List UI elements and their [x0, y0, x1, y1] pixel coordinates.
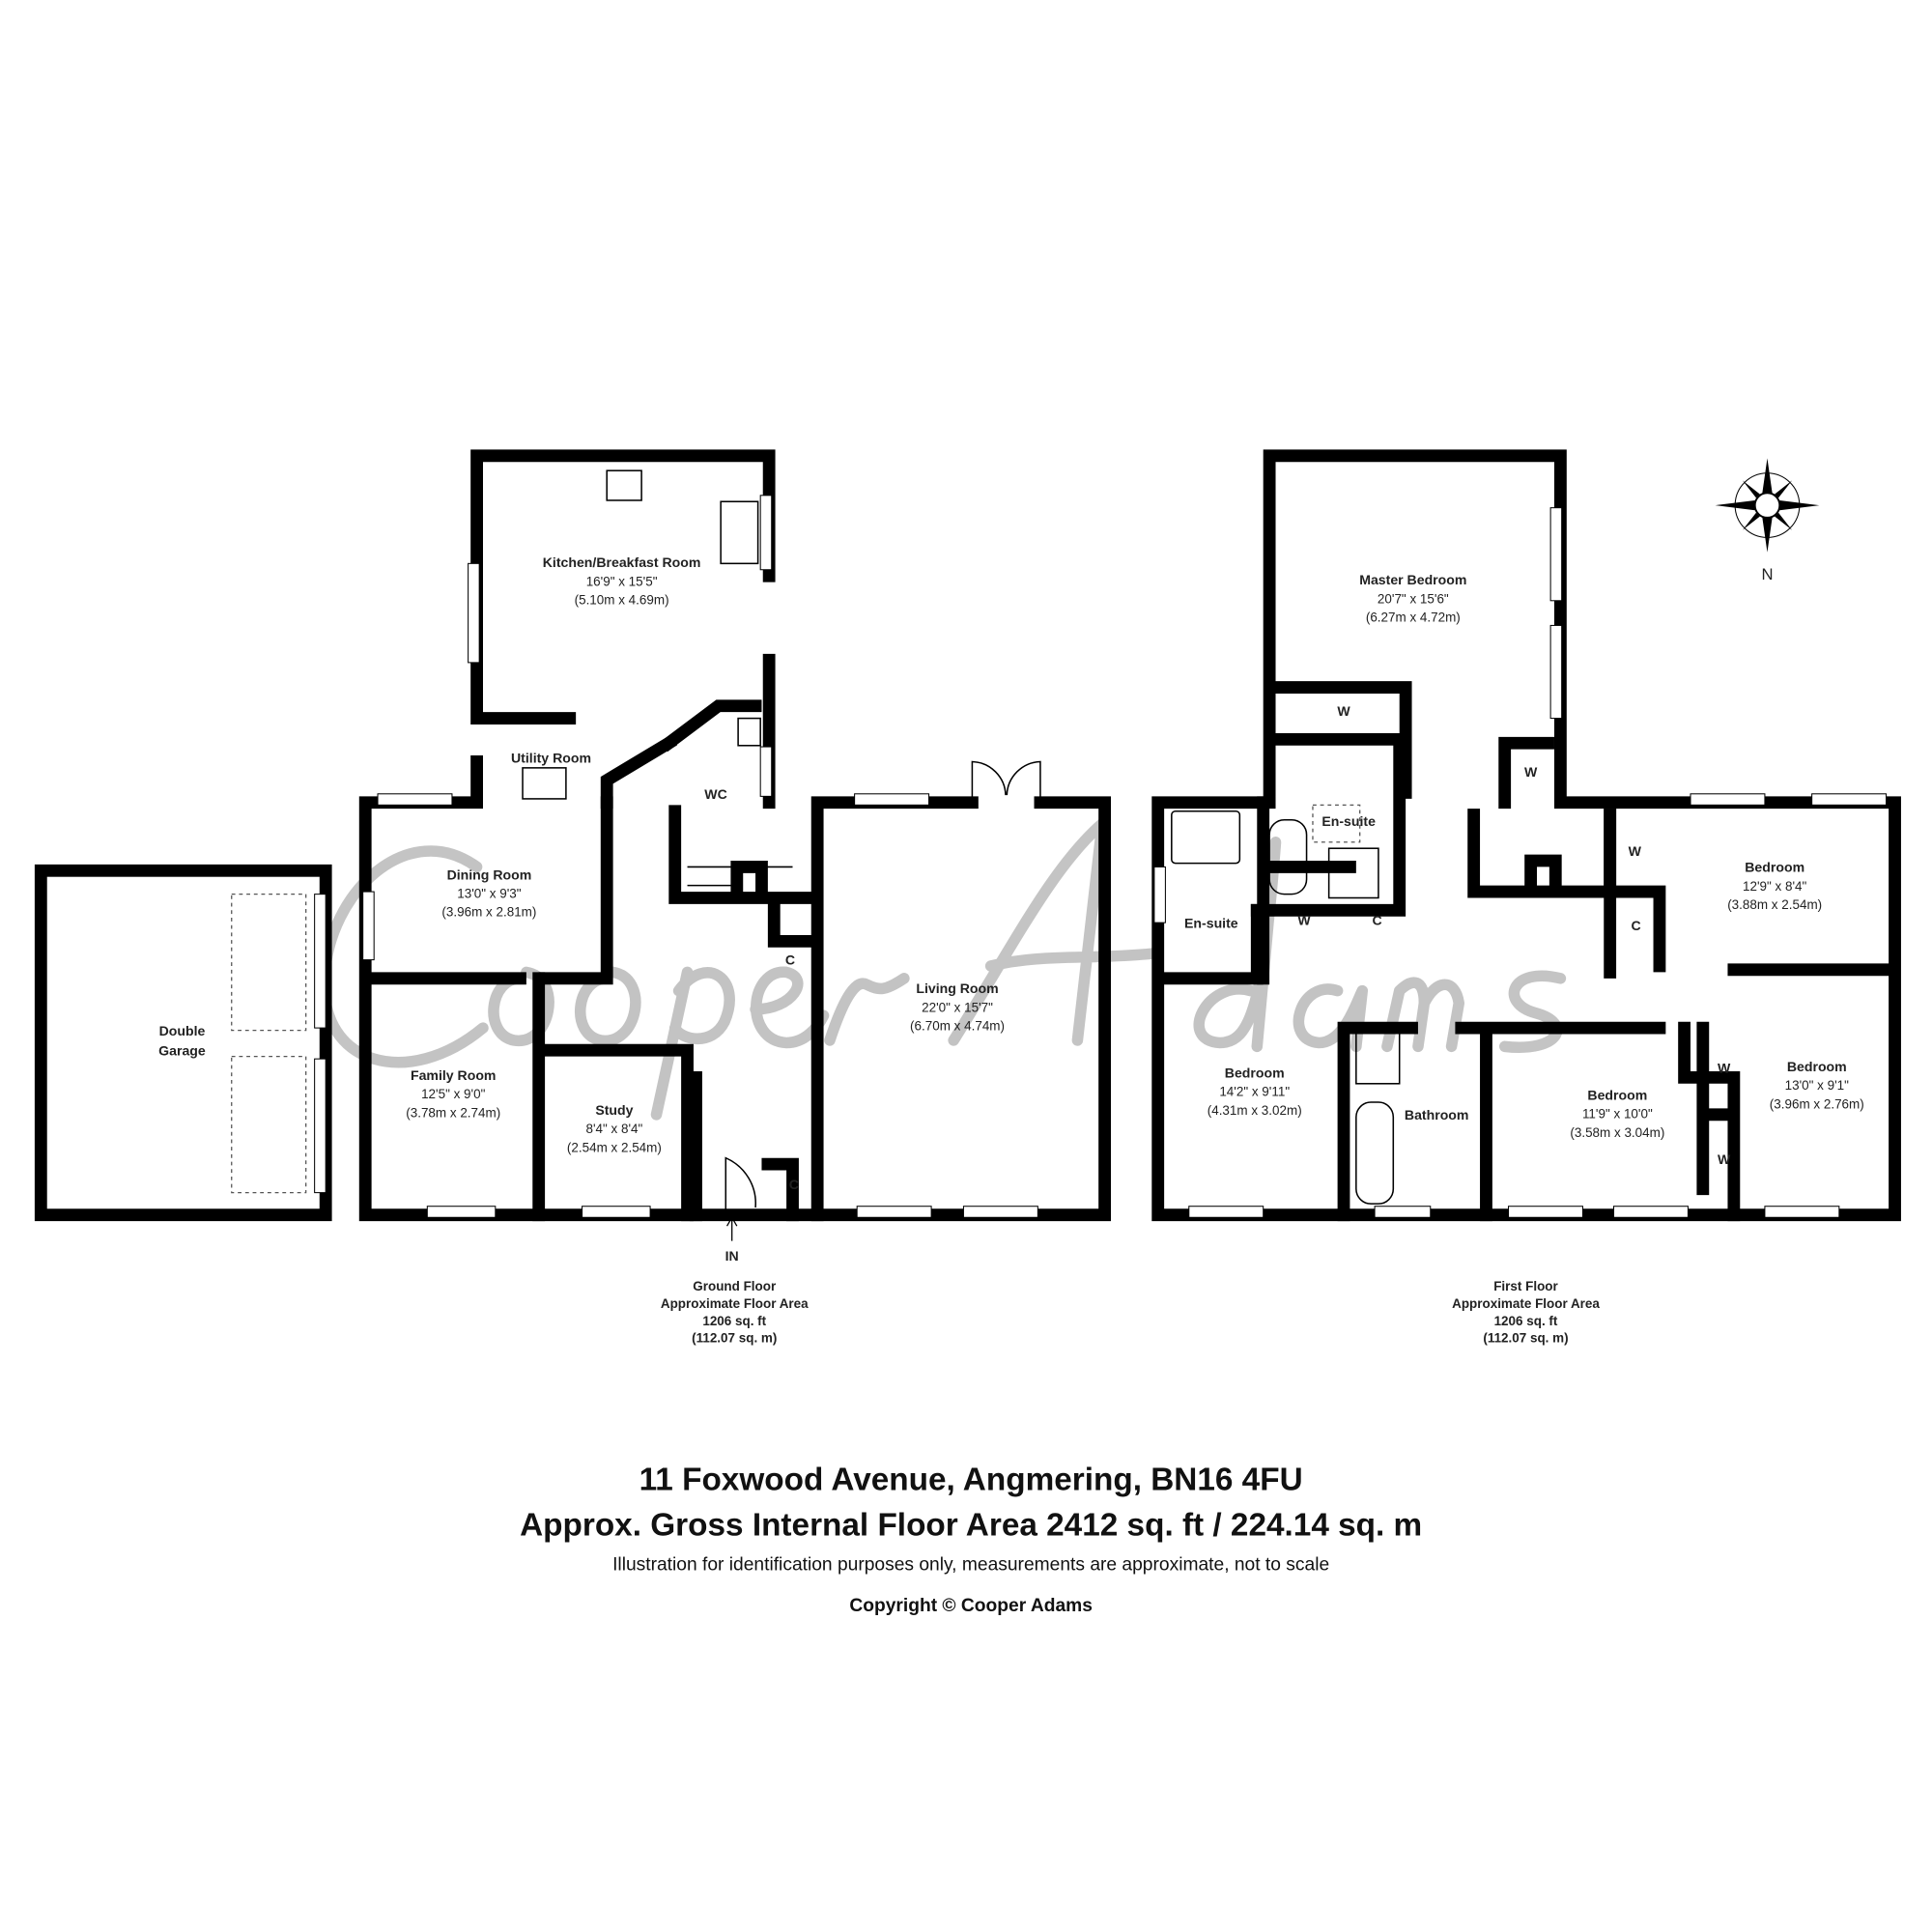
room-name: Bedroom [1745, 860, 1804, 875]
room-size-imperial: 13'0" x 9'3" [457, 886, 522, 900]
caption-line: First Floor [1493, 1279, 1558, 1293]
room-size-imperial: 22'0" x 15'7" [922, 1000, 993, 1014]
room-bathroom: Bathroom [1405, 1107, 1469, 1122]
room-size-imperial: 11'9" x 10'0" [1582, 1107, 1653, 1122]
cupboard-label: C [1373, 913, 1382, 928]
wardrobe-label: W [1629, 843, 1642, 859]
room-name: Garage [158, 1042, 206, 1058]
cupboard-label: C [789, 1177, 799, 1192]
disclaimer: Illustration for identification purposes… [612, 1555, 1329, 1576]
room-ensuite: En-suite [1184, 915, 1238, 930]
room-size-imperial: 12'9" x 8'4" [1743, 879, 1807, 894]
room-size-imperial: 8'4" x 8'4" [585, 1122, 642, 1136]
entrance-arrow-icon [726, 1215, 738, 1241]
ground-floor-caption: Ground Floor Approximate Floor Area 1206… [661, 1279, 809, 1346]
wardrobe-label: W [1718, 1151, 1731, 1167]
room-size-metric: (3.96m x 2.76m) [1770, 1096, 1864, 1111]
room-bedroom-w: Bedroom 14'2" x 9'11" (4.31m x 3.02m) [1208, 1065, 1302, 1117]
room-size-imperial: 16'9" x 15'5" [586, 574, 658, 588]
room-garage: Double Garage [158, 1023, 206, 1059]
room-wc: WC [704, 786, 726, 802]
room-size-imperial: 14'2" x 9'11" [1219, 1085, 1290, 1099]
room-name: Dining Room [447, 867, 532, 882]
room-size-metric: (3.88m x 2.54m) [1727, 897, 1822, 912]
room-size-metric: (4.31m x 3.02m) [1208, 1103, 1302, 1118]
room-name: Kitchen/Breakfast Room [543, 554, 701, 570]
entrance-label: IN [725, 1248, 739, 1264]
room-size-imperial: 13'0" x 9'1" [1785, 1078, 1850, 1093]
room-name: Bedroom [1225, 1065, 1285, 1080]
room-name: Master Bedroom [1359, 572, 1466, 587]
room-study: Study 8'4" x 8'4" (2.54m x 2.54m) [567, 1102, 662, 1154]
room-living: Living Room 22'0" x 15'7" (6.70m x 4.74m… [910, 980, 1005, 1033]
room-size-imperial: 12'5" x 9'0" [421, 1087, 486, 1101]
room-dining: Dining Room 13'0" x 9'3" (3.96m x 2.81m) [441, 867, 536, 919]
compass-icon [1715, 458, 1820, 553]
caption-line: 1206 sq. ft [702, 1314, 766, 1328]
room-name: Family Room [411, 1067, 497, 1083]
caption-line: (112.07 sq. m) [1483, 1331, 1568, 1346]
room-size-metric: (3.78m x 2.74m) [406, 1105, 500, 1120]
room-size-metric: (3.58m x 3.04m) [1570, 1125, 1664, 1140]
room-master-bedroom: Master Bedroom 20'7" x 15'6" (6.27m x 4.… [1359, 572, 1466, 624]
room-size-metric: (5.10m x 4.69m) [575, 593, 669, 608]
room-size-metric: (3.96m x 2.81m) [441, 905, 536, 920]
first-floor-walls [1151, 449, 1901, 1222]
wardrobe-label: W [1297, 913, 1311, 928]
caption-line: Approximate Floor Area [1452, 1296, 1600, 1311]
room-bedroom-ne: Bedroom 12'9" x 8'4" (3.88m x 2.54m) [1727, 860, 1822, 912]
first-floor-caption: First Floor Approximate Floor Area 1206 … [1452, 1279, 1600, 1346]
room-ensuite: En-suite [1321, 813, 1376, 829]
wardrobe-label: W [1718, 1060, 1731, 1075]
caption-line: Approximate Floor Area [661, 1296, 809, 1311]
ground-floor-walls [358, 449, 1111, 1222]
room-name: Study [595, 1102, 633, 1118]
room-name: Living Room [916, 980, 998, 996]
room-name: Bedroom [1587, 1087, 1647, 1102]
caption-line: (112.07 sq. m) [692, 1331, 777, 1346]
room-kitchen: Kitchen/Breakfast Room 16'9" x 15'5" (5.… [543, 554, 701, 607]
room-utility: Utility Room [511, 751, 591, 766]
room-family: Family Room 12'5" x 9'0" (3.78m x 2.74m) [406, 1067, 500, 1120]
room-size-metric: (2.54m x 2.54m) [567, 1140, 662, 1154]
room-size-metric: (6.27m x 4.72m) [1366, 611, 1461, 625]
room-size-metric: (6.70m x 4.74m) [910, 1019, 1005, 1034]
room-name: Bedroom [1787, 1059, 1847, 1074]
room-bedroom-s: Bedroom 11'9" x 10'0" (3.58m x 3.04m) [1570, 1087, 1664, 1139]
caption-line: 1206 sq. ft [1494, 1314, 1558, 1328]
compass-north-label: N [1761, 565, 1773, 583]
room-bedroom-se: Bedroom 13'0" x 9'1" (3.96m x 2.76m) [1770, 1059, 1864, 1111]
cupboard-label: C [1631, 918, 1640, 933]
garage [34, 864, 332, 1222]
copyright: Copyright © Cooper Adams [849, 1596, 1093, 1616]
room-size-imperial: 20'7" x 15'6" [1378, 591, 1449, 606]
gross-floor-area: Approx. Gross Internal Floor Area 2412 s… [520, 1508, 1422, 1544]
cupboard-label: C [785, 952, 795, 968]
wardrobe-label: W [1524, 764, 1538, 780]
wardrobe-label: W [1337, 703, 1350, 719]
property-address: 11 Foxwood Avenue, Angmering, BN16 4FU [639, 1462, 1303, 1497]
caption-line: Ground Floor [693, 1279, 777, 1293]
room-name: Double [159, 1023, 206, 1038]
